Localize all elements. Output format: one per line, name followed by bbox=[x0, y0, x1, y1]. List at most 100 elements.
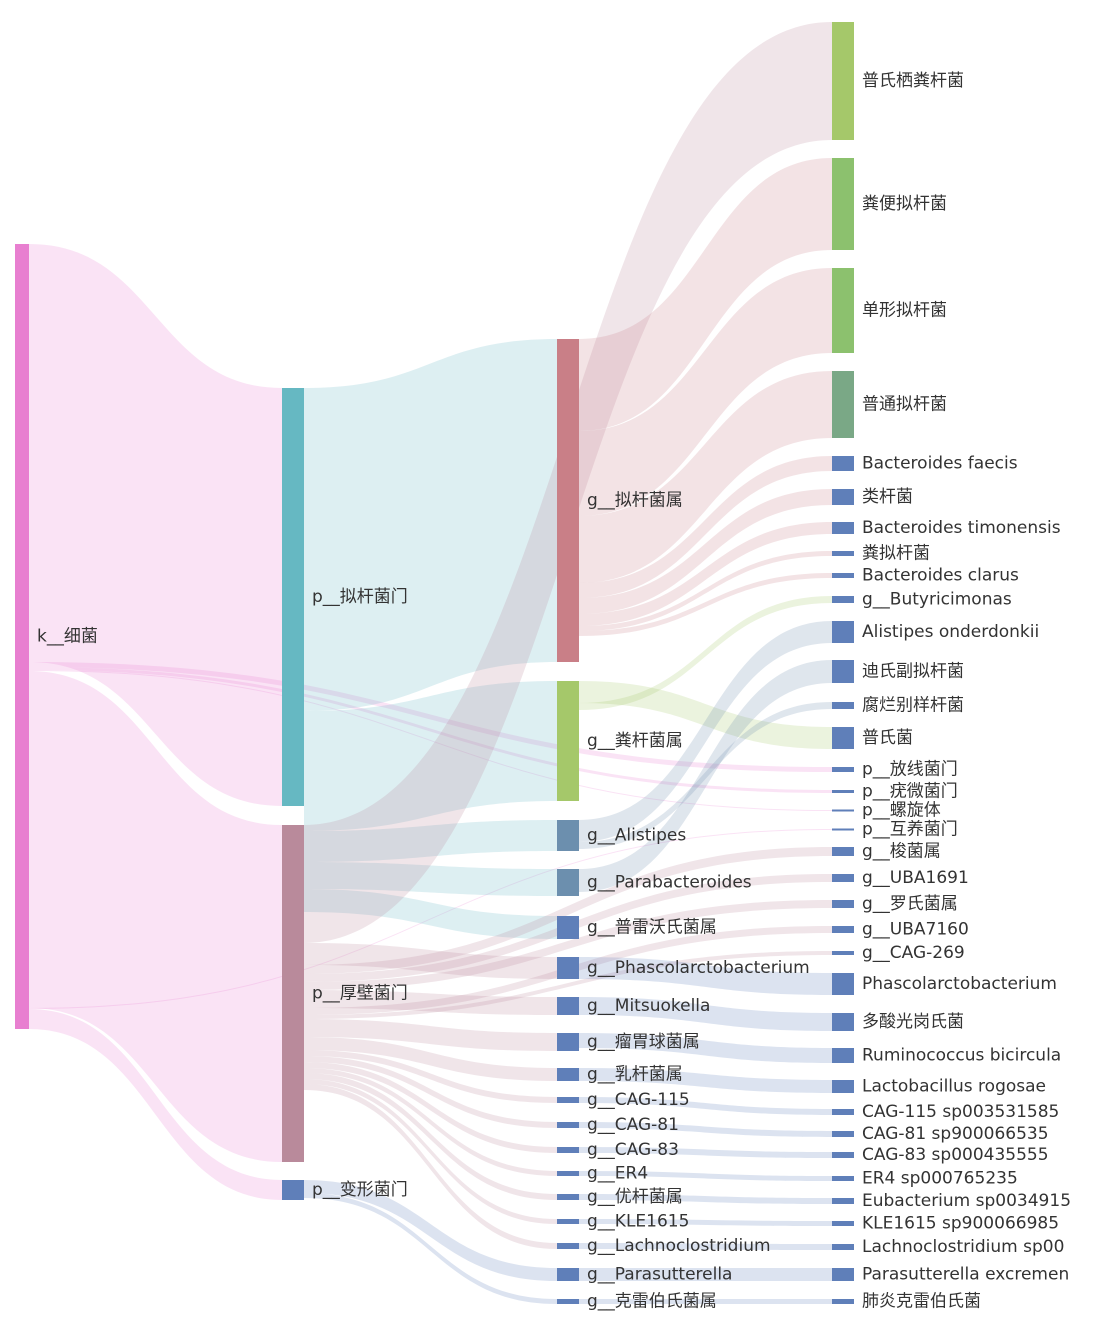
sankey-node-s_copri[interactable] bbox=[832, 727, 854, 749]
sankey-node-s_butyr[interactable] bbox=[832, 596, 854, 603]
sankey-node-k[interactable] bbox=[15, 244, 29, 1029]
sankey-link-p_prot-g_paras bbox=[304, 1180, 557, 1281]
sankey-link-p_bact-g_prev bbox=[304, 681, 557, 831]
sankey-link-g_kleb-s_kpneu bbox=[579, 1299, 832, 1304]
sankey-node-g_cag83[interactable] bbox=[557, 1147, 579, 1153]
sankey-node-g_lachno[interactable] bbox=[557, 1243, 579, 1249]
sankey-node-g_paras[interactable] bbox=[557, 1268, 579, 1281]
sankey-link-g_rumin-s_rbic bbox=[579, 1033, 832, 1063]
sankey-node-label-s_rbic: Ruminococcus bicircula bbox=[862, 1046, 1061, 1066]
sankey-node-label-s_putre: 腐烂别样杆菌 bbox=[862, 696, 964, 716]
sankey-node-p_bact[interactable] bbox=[282, 388, 304, 806]
sankey-node-s_cag269[interactable] bbox=[832, 951, 854, 955]
sankey-node-s_stercoris[interactable] bbox=[832, 158, 854, 250]
sankey-node-g_rumin[interactable] bbox=[557, 1033, 579, 1051]
sankey-node-s_uba1691[interactable] bbox=[832, 874, 854, 882]
sankey-link-g_paras-s_paras bbox=[579, 1268, 832, 1281]
sankey-node-g_alist[interactable] bbox=[557, 820, 579, 851]
sankey-node-label-g_prev: g__粪杆菌属 bbox=[587, 731, 683, 751]
sankey-node-s_roseb[interactable] bbox=[832, 900, 854, 908]
sankey-link-p_firm-g_cag81 bbox=[304, 1056, 557, 1128]
sankey-link-k-s_syner bbox=[29, 829, 832, 1009]
sankey-node-g_lacto[interactable] bbox=[557, 1068, 579, 1081]
sankey-node-s_mitsu[interactable] bbox=[832, 1013, 854, 1031]
sankey-link-g_cag83-s_cag83 bbox=[579, 1147, 832, 1158]
sankey-node-s_faecis[interactable] bbox=[832, 456, 854, 471]
sankey-link-k-p_bact bbox=[29, 244, 282, 806]
sankey-node-label-p_firm: p__厚壁菌门 bbox=[312, 984, 408, 1004]
sankey-node-label-g_alist: g__Alistipes bbox=[587, 826, 686, 846]
sankey-node-p_prot[interactable] bbox=[282, 1180, 304, 1200]
sankey-node-s_lachno[interactable] bbox=[832, 1244, 854, 1250]
sankey-node-s_rbic[interactable] bbox=[832, 1048, 854, 1063]
sankey-link-g_lacto-s_lrog bbox=[579, 1068, 832, 1093]
sankey-link-p_firm-s_cag269 bbox=[304, 951, 832, 1019]
sankey-node-s_onder[interactable] bbox=[832, 621, 854, 643]
sankey-node-label-g_rumin: g__瘤胃球菌属 bbox=[587, 1032, 700, 1052]
sankey-node-g_eubac[interactable] bbox=[557, 1194, 579, 1200]
sankey-node-g_phasc[interactable] bbox=[557, 957, 579, 979]
sankey-link-g_cag115-s_cag115 bbox=[579, 1097, 832, 1115]
sankey-node-label-s_roseb: g__罗氏菌属 bbox=[862, 894, 958, 914]
sankey-node-label-s_actino: p__放线菌门 bbox=[862, 760, 958, 780]
sankey-node-s_kpneu[interactable] bbox=[832, 1299, 854, 1304]
sankey-node-s_phasc[interactable] bbox=[832, 973, 854, 995]
sankey-node-s_clost[interactable] bbox=[832, 847, 854, 856]
sankey-node-s_plebeius[interactable] bbox=[832, 22, 854, 140]
sankey-node-s_spiro[interactable] bbox=[832, 809, 854, 812]
sankey-node-label-s_faecis: Bacteroides faecis bbox=[862, 454, 1018, 474]
sankey-node-label-p_prot: p__变形菌门 bbox=[312, 1180, 408, 1200]
sankey-node-g_parab[interactable] bbox=[557, 869, 579, 896]
sankey-link-p_bact-g_parab bbox=[304, 862, 557, 896]
sankey-node-label-s_paras: Parasutterella excremen bbox=[862, 1265, 1069, 1285]
sankey-node-g_cag115[interactable] bbox=[557, 1097, 579, 1103]
sankey-node-s_bactsp[interactable] bbox=[832, 489, 854, 505]
sankey-node-label-g_phasc: g__Phascolarctobacterium bbox=[587, 958, 810, 978]
sankey-node-s_timon[interactable] bbox=[832, 522, 854, 534]
sankey-node-s_cag115[interactable] bbox=[832, 1109, 854, 1115]
sankey-node-s_syner[interactable] bbox=[832, 828, 854, 831]
sankey-link-p_firm-g_cag115 bbox=[304, 1050, 557, 1103]
sankey-node-label-g_er4: g__ER4 bbox=[587, 1164, 648, 1184]
sankey-node-s_uniformis[interactable] bbox=[832, 268, 854, 353]
sankey-node-g_prev[interactable] bbox=[557, 681, 579, 801]
sankey-link-k-s_verruc bbox=[29, 667, 832, 793]
sankey-node-label-s_stercoris: 粪便拟杆菌 bbox=[862, 194, 947, 214]
sankey-link-g_bact-s_stercoris bbox=[579, 158, 832, 431]
sankey-link-p_firm-g_lacto bbox=[304, 1037, 557, 1081]
sankey-node-s_putre[interactable] bbox=[832, 702, 854, 709]
sankey-node-s_distas[interactable] bbox=[832, 660, 854, 683]
sankey-node-s_lrog[interactable] bbox=[832, 1080, 854, 1093]
sankey-node-s_paras[interactable] bbox=[832, 1268, 854, 1281]
sankey-labels: k__细菌p__拟杆菌门p__厚壁菌门p__变形菌门g__拟杆菌属g__粪杆菌属… bbox=[37, 71, 1071, 1312]
sankey-node-label-g_bact: g__拟杆菌属 bbox=[587, 491, 683, 511]
sankey-node-s_cag81[interactable] bbox=[832, 1131, 854, 1137]
sankey-node-label-s_lachno: Lachnoclostridium sp00 bbox=[862, 1237, 1064, 1257]
sankey-node-label-s_eubsp: Eubacterium sp0034915 bbox=[862, 1191, 1071, 1211]
sankey-node-label-s_clost: g__梭菌属 bbox=[862, 842, 941, 862]
sankey-node-s_actino[interactable] bbox=[832, 767, 854, 772]
sankey-node-s_er4[interactable] bbox=[832, 1176, 854, 1181]
sankey-node-s_clarus[interactable] bbox=[832, 573, 854, 578]
sankey-node-s_kle[interactable] bbox=[832, 1221, 854, 1226]
sankey-node-s_cag83[interactable] bbox=[832, 1152, 854, 1158]
sankey-node-g_bact[interactable] bbox=[557, 339, 579, 662]
sankey-node-s_vulgatus[interactable] bbox=[832, 371, 854, 438]
sankey-node-s_fecal[interactable] bbox=[832, 551, 854, 556]
sankey-node-g_prevo[interactable] bbox=[557, 916, 579, 939]
sankey-node-g_cag81[interactable] bbox=[557, 1122, 579, 1128]
sankey-node-g_er4[interactable] bbox=[557, 1171, 579, 1176]
sankey-node-s_eubsp[interactable] bbox=[832, 1198, 854, 1204]
sankey-node-g_kleb[interactable] bbox=[557, 1299, 579, 1304]
sankey-link-p_firm-g_rumin bbox=[304, 1019, 557, 1051]
sankey-node-p_firm[interactable] bbox=[282, 825, 304, 1162]
sankey-node-label-s_uba7160: g__UBA7160 bbox=[862, 920, 969, 940]
sankey-link-p_firm-s_clost bbox=[304, 847, 832, 974]
sankey-node-s_uba7160[interactable] bbox=[832, 926, 854, 933]
sankey-node-s_verruc[interactable] bbox=[832, 790, 854, 793]
sankey-node-label-s_butyr: g__Butyricimonas bbox=[862, 590, 1012, 610]
sankey-node-label-s_cag115: CAG-115 sp003531585 bbox=[862, 1102, 1059, 1122]
sankey-node-g_kle[interactable] bbox=[557, 1219, 579, 1224]
sankey-node-g_mitsu[interactable] bbox=[557, 997, 579, 1015]
